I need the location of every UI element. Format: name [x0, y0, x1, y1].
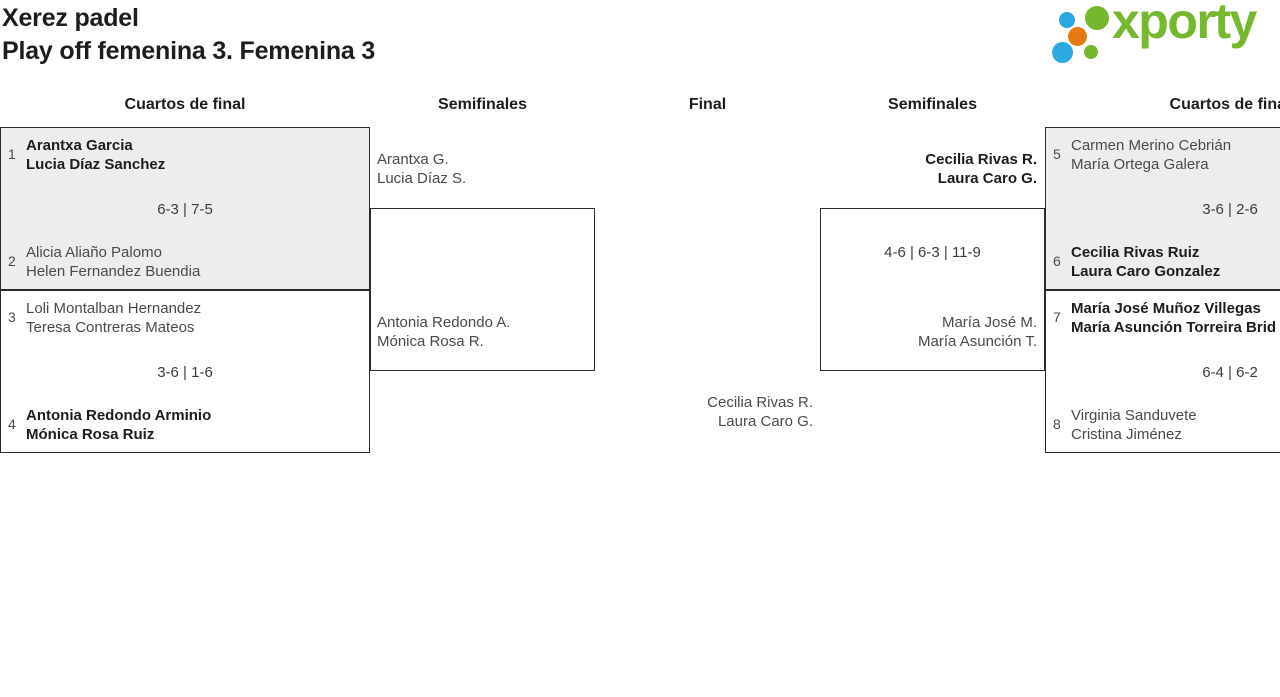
match-qf4-box[interactable] [1045, 290, 1280, 453]
seed-number-3: 3 [8, 309, 16, 325]
player-name: Loli Montalban Hernandez [26, 300, 202, 317]
player-name: Lucia Díaz Sanchez [26, 156, 166, 173]
player-name: Virginia Sanduvete [1071, 407, 1197, 424]
round-header-semifinals-right: Semifinales [888, 96, 977, 113]
round-header-semifinals-left: Semifinales [438, 96, 527, 113]
match-qf2-score: 3-6 | 1-6 [157, 364, 213, 381]
player-name: Cecilia Rivas R. [707, 394, 813, 411]
team-carmen-maria: Carmen Merino Cebrián María Ortega Galer… [1071, 136, 1231, 174]
player-name: Mónica Rosa R. [377, 333, 484, 350]
team-cecilia-laura: Cecilia Rivas Ruiz Laura Caro Gonzalez [1071, 243, 1220, 281]
logo-wordmark: xporty [1112, 0, 1257, 49]
match-qf2-box[interactable] [0, 290, 370, 453]
seed-number-6: 6 [1053, 253, 1061, 269]
round-header-quarterfinals-left: Cuartos de final [124, 96, 246, 113]
match-qf3-score: 3-6 | 2-6 [1202, 201, 1258, 218]
match-qf1-score: 6-3 | 7-5 [157, 201, 213, 218]
team-final-winner: Cecilia Rivas R. Laura Caro G. [595, 393, 813, 431]
xporty-logo[interactable]: xporty [1050, 0, 1278, 72]
seed-number-7: 7 [1053, 309, 1061, 325]
page-title: Xerez padel Play off femenina 3. Femenin… [2, 2, 375, 68]
team-virginia-cristina: Virginia Sanduvete Cristina Jiménez [1071, 406, 1197, 444]
logo-dot-orange [1068, 27, 1087, 46]
seed-number-2: 2 [8, 253, 16, 269]
seed-number-5: 5 [1053, 146, 1061, 162]
player-name: Cecilia Rivas R. [925, 151, 1037, 168]
team-mariajose-mariaasuncion: María José Muñoz Villegas María Asunción… [1071, 299, 1276, 337]
logo-dot-green-small [1084, 45, 1098, 59]
player-name: Laura Caro G. [937, 170, 1037, 187]
player-name: Arantxa G. [377, 151, 449, 168]
player-name: Arantxa Garcia [26, 137, 133, 154]
seed-number-4: 4 [8, 416, 16, 432]
player-name: Laura Caro G. [717, 413, 813, 430]
team-alicia-helen: Alicia Aliaño Palomo Helen Fernandez Bue… [26, 243, 200, 281]
match-sf-left-box[interactable] [370, 208, 595, 371]
player-name: María José M. [941, 314, 1037, 331]
logo-dot-blue-large [1052, 42, 1073, 63]
player-name: Antonia Redondo A. [377, 314, 511, 331]
player-name: María José Muñoz Villegas [1071, 300, 1261, 317]
player-name: Laura Caro Gonzalez [1071, 263, 1221, 280]
team-loli-teresa: Loli Montalban Hernandez Teresa Contrera… [26, 299, 201, 337]
match-qf1-box[interactable] [0, 127, 370, 290]
player-name: Mónica Rosa Ruiz [26, 426, 155, 443]
round-header-final: Final [688, 96, 727, 113]
team-mariajose-mariaasuncion-sf: María José M. María Asunción T. [820, 313, 1037, 351]
player-name: Helen Fernandez Buendia [26, 263, 201, 280]
match-qf3-box[interactable] [1045, 127, 1280, 290]
player-name: Cecilia Rivas Ruiz [1071, 244, 1200, 261]
player-name: Lucia Díaz S. [377, 170, 467, 187]
team-arantxa-lucia: Arantxa Garcia Lucia Díaz Sanchez [26, 136, 165, 174]
match-sf-right-score: 4-6 | 6-3 | 11-9 [884, 244, 981, 261]
club-name: Xerez padel [2, 4, 139, 32]
player-name: Cristina Jiménez [1071, 426, 1182, 443]
tournament-name: Play off femenina 3. Femenina 3 [2, 37, 376, 65]
team-cecilia-laura-sf: Cecilia Rivas R. Laura Caro G. [820, 150, 1037, 188]
player-name: María Ortega Galera [1071, 156, 1209, 173]
logo-dot-blue-small [1059, 12, 1075, 28]
seed-number-8: 8 [1053, 416, 1061, 432]
match-qf4-score: 6-4 | 6-2 [1202, 364, 1258, 381]
round-header-quarterfinals-right: Cuartos de final [1169, 96, 1280, 113]
seed-number-1: 1 [8, 146, 16, 162]
player-name: Antonia Redondo Arminio [26, 407, 212, 424]
team-antonia-monica: Antonia Redondo Arminio Mónica Rosa Ruiz [26, 406, 211, 444]
logo-dot-green-large [1085, 6, 1109, 30]
team-antonia-monica-sf: Antonia Redondo A. Mónica Rosa R. [377, 313, 510, 351]
player-name: Carmen Merino Cebrián [1071, 137, 1232, 154]
player-name: María Asunción Torreira Brid [1071, 319, 1277, 336]
player-name: Teresa Contreras Mateos [26, 319, 195, 336]
team-arantxa-lucia-sf: Arantxa G. Lucia Díaz S. [377, 150, 466, 188]
player-name: María Asunción T. [918, 333, 1037, 350]
match-sf-right-box[interactable] [820, 208, 1045, 371]
player-name: Alicia Aliaño Palomo [26, 244, 162, 261]
